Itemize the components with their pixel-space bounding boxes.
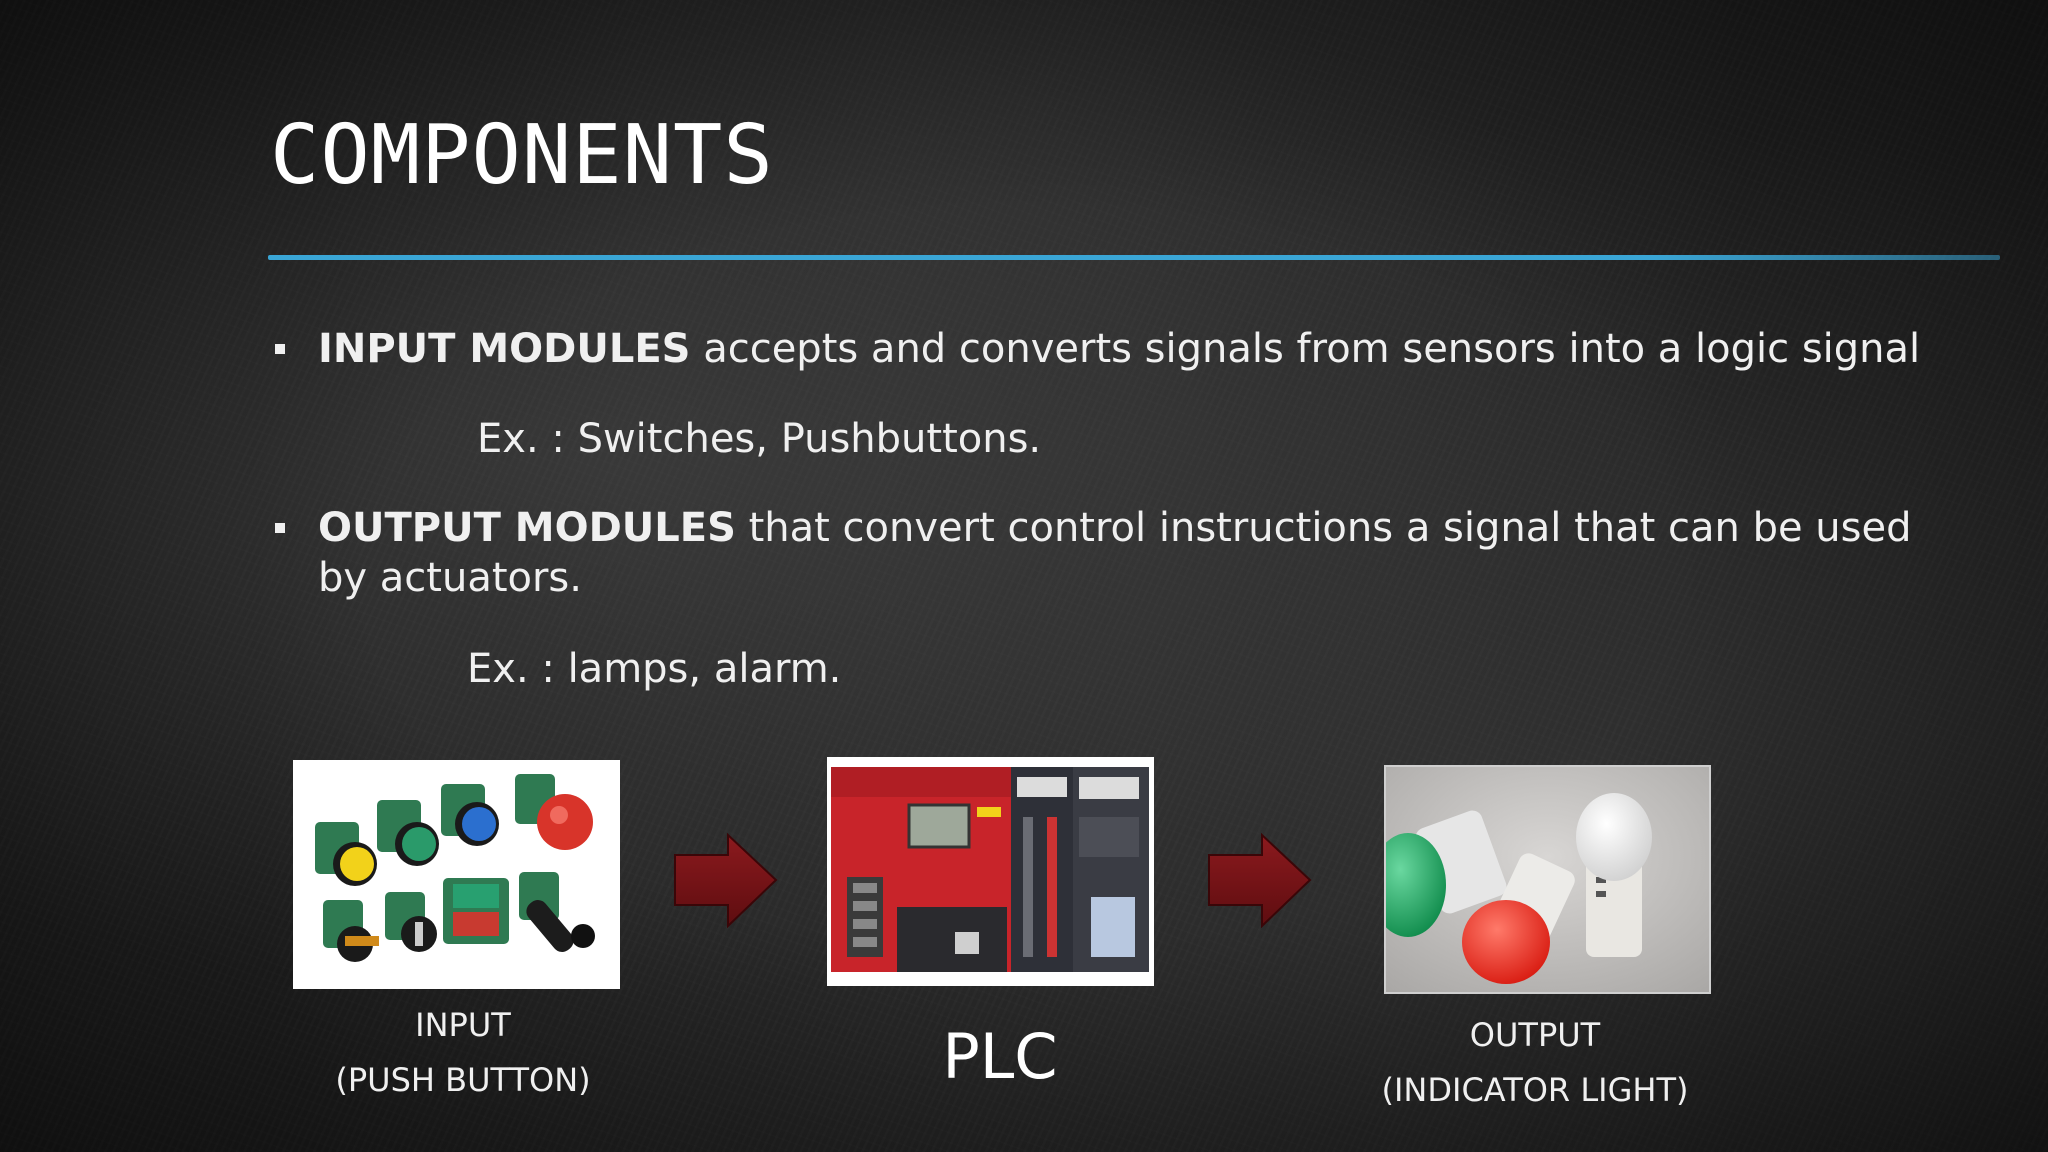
arrow-right-icon <box>674 833 778 928</box>
push-buttons-photo <box>293 760 620 989</box>
plc-unit-illustration <box>827 757 1154 986</box>
input-caption-title: INPUT <box>415 1006 511 1044</box>
output-caption-subtitle: (INDICATOR LIGHT) <box>1381 1071 1689 1109</box>
example-input: Ex. : Switches, Pushbuttons. <box>477 416 1042 462</box>
push-buttons-illustration <box>293 760 620 989</box>
bullet-term: OUTPUT MODULES <box>318 505 736 551</box>
plc-unit-photo <box>827 757 1154 986</box>
output-caption-title: OUTPUT <box>1469 1016 1601 1054</box>
title-underline <box>268 255 2000 260</box>
bullet-text: INPUT MODULES accepts and converts signa… <box>318 324 1935 374</box>
slide-title: COMPONENTS <box>270 108 774 203</box>
bullet-input-modules: INPUT MODULES accepts and converts signa… <box>275 324 1935 374</box>
input-caption: INPUT (PUSH BUTTON) <box>293 998 633 1108</box>
bullet-term: INPUT MODULES <box>318 326 691 372</box>
bullet-description: accepts and converts signals from sensor… <box>690 326 1921 372</box>
bullet-output-modules: OUTPUT MODULES that convert control inst… <box>275 503 1935 603</box>
arrow-right-icon <box>1208 833 1312 928</box>
example-output: Ex. : lamps, alarm. <box>467 646 842 692</box>
plc-label: PLC <box>942 1020 1058 1093</box>
bullet-marker <box>275 523 285 533</box>
indicator-lights-illustration <box>1386 767 1709 992</box>
input-caption-subtitle: (PUSH BUTTON) <box>335 1061 591 1099</box>
bullet-text: OUTPUT MODULES that convert control inst… <box>318 503 1935 603</box>
bullet-marker <box>275 344 285 354</box>
bullet-description: that convert control instructions a sign… <box>318 505 1912 601</box>
indicator-lights-photo <box>1384 765 1711 994</box>
output-caption: OUTPUT (INDICATOR LIGHT) <box>1355 1008 1715 1118</box>
